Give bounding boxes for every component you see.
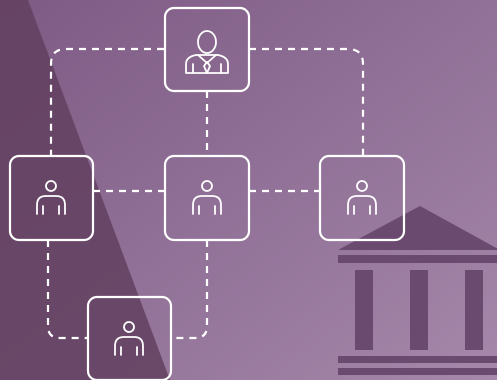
connector-manager-left [49, 47, 164, 156]
node-member-bottom [86, 295, 173, 380]
person-icon [347, 180, 377, 215]
businessman-icon [185, 30, 229, 74]
node-member-left [8, 154, 95, 242]
connector-center-bottom [171, 240, 209, 340]
connector-left-bottom [46, 240, 88, 340]
node-manager [163, 6, 251, 93]
node-member-center [163, 154, 251, 242]
person-icon [36, 180, 66, 215]
person-icon [192, 180, 222, 215]
connection-lines [46, 47, 365, 340]
connector-manager-right [249, 47, 365, 156]
person-icon [114, 321, 144, 356]
node-member-right [318, 154, 406, 242]
background-shadow-band [0, 0, 170, 380]
